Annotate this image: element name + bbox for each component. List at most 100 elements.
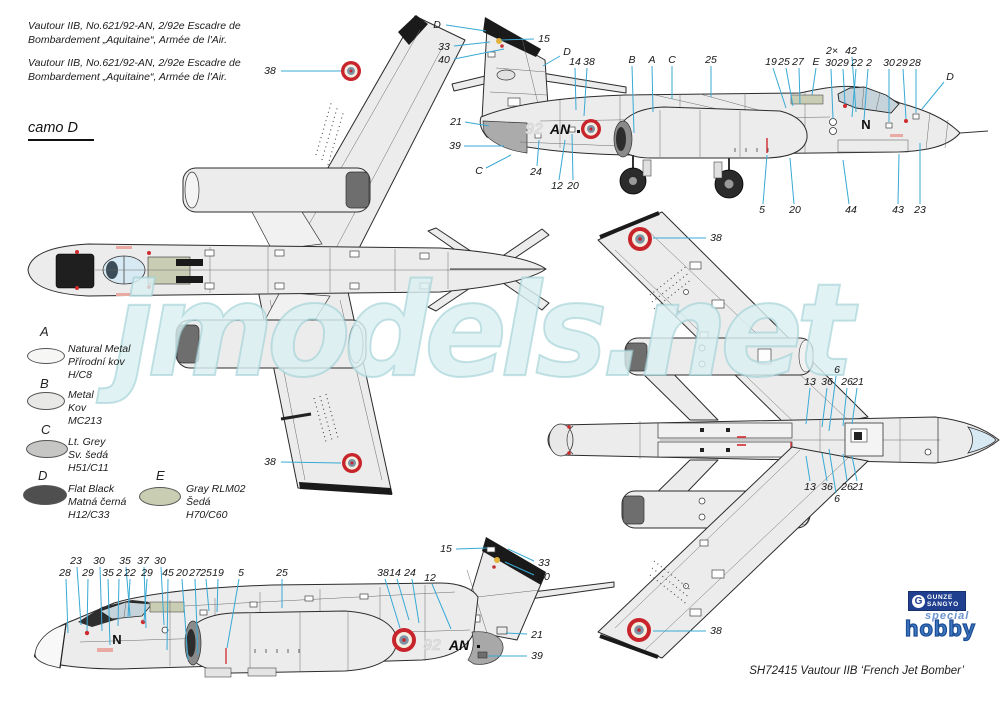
nose-code: N xyxy=(861,117,870,132)
callout-leader-line xyxy=(851,68,857,118)
callout-label: 39 xyxy=(531,650,543,662)
callout-label: 6 xyxy=(834,493,840,505)
callout-leader-line xyxy=(107,578,111,646)
callout-label: 13 xyxy=(804,376,816,388)
callout-leader-line xyxy=(431,583,452,630)
callout-leader-line xyxy=(830,68,834,120)
view-side-profile-right: 92 AN N xyxy=(451,17,989,199)
callout-leader-line xyxy=(851,387,858,425)
callout-label: D xyxy=(563,46,571,58)
callout-leader-line xyxy=(651,65,654,113)
callout-label: 36 xyxy=(821,481,833,493)
callout-label: 30 xyxy=(883,57,895,69)
callout-leader-line xyxy=(194,578,199,656)
callout-leader-line xyxy=(127,578,131,619)
roundel xyxy=(627,618,651,642)
fuselage-code-ghost: 92 xyxy=(423,637,441,654)
callout-label: 13 xyxy=(804,481,816,493)
callout-leader-line xyxy=(558,139,566,181)
callout-label: 38 xyxy=(377,567,389,579)
callout-leader-line xyxy=(842,159,850,205)
roundel xyxy=(342,453,362,473)
callout-leader-line xyxy=(396,578,410,621)
callout-leader-line xyxy=(921,81,945,110)
callout-label: 21 xyxy=(449,116,462,128)
callout-leader-line xyxy=(821,452,828,482)
callout-label: 6 xyxy=(834,364,840,376)
canopy xyxy=(99,601,153,620)
callout-label: 2 xyxy=(115,567,122,579)
callout-label: 39 xyxy=(449,140,461,152)
callout-label: 21 xyxy=(851,481,864,493)
callout-label: 40 xyxy=(538,571,550,583)
callout-label: D xyxy=(433,19,441,31)
callout-label: C xyxy=(475,165,483,177)
special-hobby-logo-script: special xyxy=(925,610,970,622)
callout-label: 28 xyxy=(908,57,921,69)
callout-label: 25 xyxy=(704,54,717,66)
callout-label: 26 xyxy=(840,376,853,388)
callout-label: 30 xyxy=(93,555,105,567)
roundel xyxy=(628,227,652,251)
gunze-logo-icon: G xyxy=(912,594,925,608)
callout-leader-line xyxy=(631,65,635,134)
callout-leader-line xyxy=(571,133,574,181)
callout-label: 45 xyxy=(162,567,174,579)
callout-label: 38 xyxy=(710,625,722,637)
callout-label: 19 xyxy=(212,567,224,579)
callout-label: 29 xyxy=(140,567,153,579)
roundel xyxy=(581,119,601,139)
callout-label: 5 xyxy=(759,204,765,216)
callout-label: 29 xyxy=(81,567,94,579)
callout-leader-line xyxy=(464,121,490,127)
callout-leader-line xyxy=(805,387,811,425)
callout-leader-line xyxy=(536,139,540,167)
kit-title: SH72415 Vautour IIB ‘French Jet Bomber’ xyxy=(749,665,964,677)
callout-leader-line xyxy=(65,578,69,634)
callout-leader-line xyxy=(772,67,787,109)
callout-label: E xyxy=(812,56,820,68)
camo-label: camo D xyxy=(28,120,94,141)
callout-leader-line xyxy=(117,578,120,627)
callout-leader-line xyxy=(205,578,210,612)
callout-label: 21 xyxy=(851,376,864,388)
view-top-plan xyxy=(27,15,550,495)
callout-label: 42 xyxy=(845,45,857,57)
legend-swatch xyxy=(23,485,67,505)
callout-label: 20 xyxy=(566,180,579,192)
callout-label: 14 xyxy=(389,567,401,579)
callout-label: 43 xyxy=(892,204,904,216)
callout-leader-line xyxy=(762,154,768,205)
callout-leader-line xyxy=(445,24,487,32)
callout-label: 25 xyxy=(777,56,790,68)
callout-label: 12 xyxy=(551,180,563,192)
callout-label: 26 xyxy=(840,481,853,493)
callout-leader-line xyxy=(785,67,794,107)
callout-label: 15 xyxy=(538,33,550,45)
callout-leader-line xyxy=(455,547,488,550)
gunze-logo-text: GUNZE SANGYO xyxy=(927,593,959,609)
callout-leader-line xyxy=(842,453,848,482)
callout-leader-line xyxy=(574,67,577,111)
callout-label: 37 xyxy=(137,555,150,567)
callout-leader-line xyxy=(828,375,837,432)
callout-leader-line xyxy=(411,578,420,624)
callout-label: 27 xyxy=(791,56,805,68)
callout-leader-line xyxy=(842,68,846,105)
gunze-sangyo-logo: G GUNZE SANGYO xyxy=(908,591,966,611)
callout-label: D xyxy=(946,71,954,83)
callout-label: 38 xyxy=(264,456,276,468)
callout-leader-line xyxy=(216,578,219,613)
callout-leader-line xyxy=(851,455,858,482)
callout-leader-line xyxy=(86,578,89,632)
legend-letter: D xyxy=(38,468,48,483)
callout-label: B xyxy=(628,54,635,66)
callout-leader-line xyxy=(485,154,512,169)
fuselage-code: AN xyxy=(448,637,470,653)
callout-label: 38 xyxy=(264,65,276,77)
caption-1: Vautour IIB, No.621/92-AN, 2/92e Escadre… xyxy=(28,20,241,46)
